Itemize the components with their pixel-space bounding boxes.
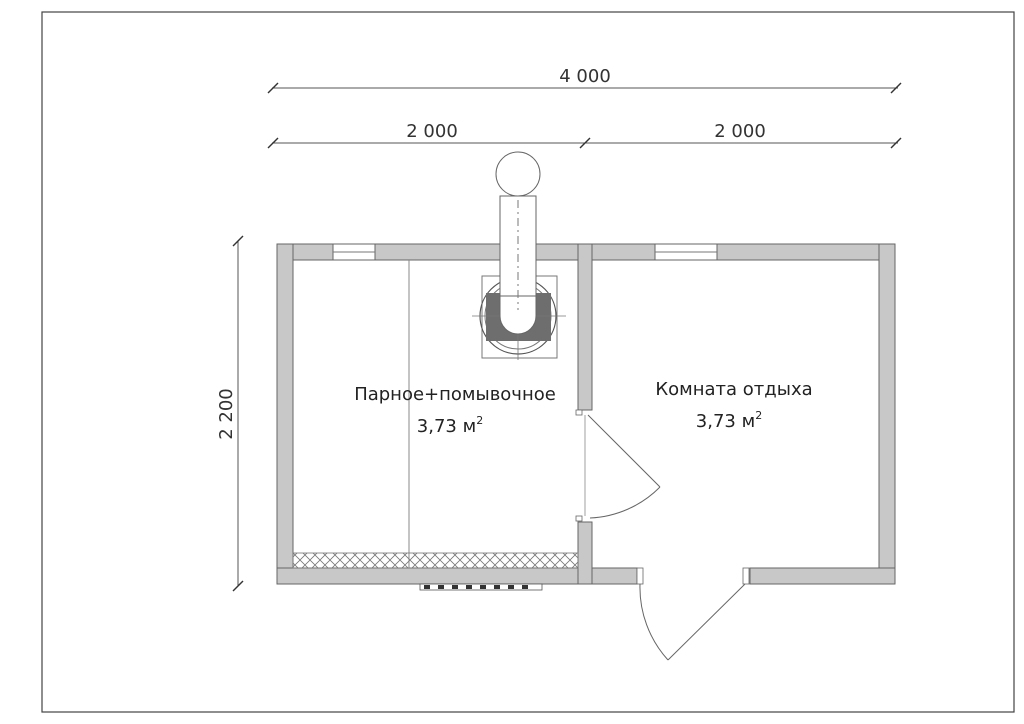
dimension-left-width <box>267 137 902 149</box>
floor-grate <box>292 552 579 569</box>
door-interior <box>575 409 661 522</box>
drawing-frame <box>41 11 1015 713</box>
dimension-left-width-label: 2 000 <box>406 121 458 142</box>
chimney-pipe <box>495 151 541 335</box>
room-1-area: 3,73 м2 <box>417 414 483 437</box>
room-1-name: Парное+помывочное <box>354 384 556 405</box>
dimension-height-label: 2 200 <box>216 388 237 440</box>
window-left <box>332 243 376 261</box>
dimension-total-width-label: 4 000 <box>559 66 611 87</box>
room-2-area: 3,73 м2 <box>696 409 762 432</box>
dimension-total-width <box>267 82 902 94</box>
vent-grille <box>419 583 543 591</box>
door-entrance <box>636 567 750 661</box>
dimension-height <box>232 235 244 592</box>
walls <box>276 243 896 585</box>
room-2-name: Комната отдыха <box>655 379 812 400</box>
window-right <box>654 243 718 261</box>
dimension-right-width-label: 2 000 <box>714 121 766 142</box>
